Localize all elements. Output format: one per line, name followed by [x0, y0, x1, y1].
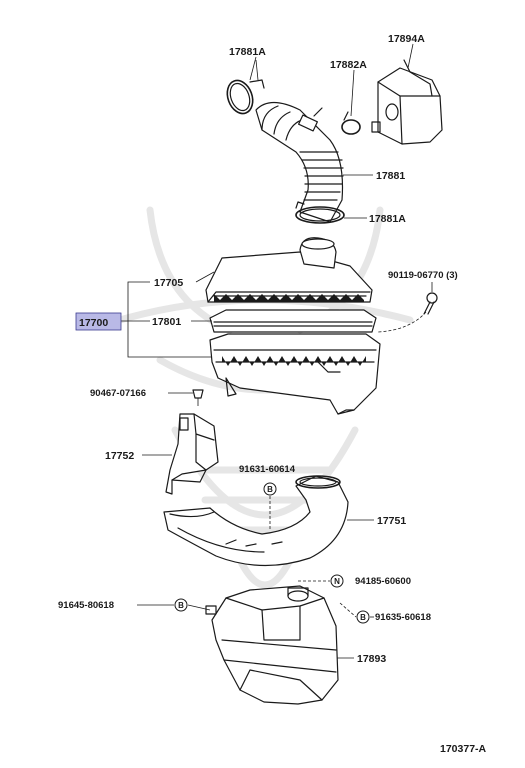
part-17751-hose: [163, 475, 349, 567]
label-17893: 17893: [357, 653, 386, 665]
label-17882A: 17882A: [330, 59, 367, 71]
label-17700: 17700: [79, 317, 108, 329]
label-91635-60618: 91635-60618: [375, 612, 431, 623]
label-17801: 17801: [152, 316, 181, 328]
part-17881A-top-clamp: [226, 59, 265, 115]
label-17881A-bottom: 17881A: [369, 213, 406, 225]
fastener-90119-screw: [423, 292, 438, 315]
part-17801-filter-element: [209, 309, 377, 333]
part-17700-highlight: [75, 312, 122, 331]
label-17894A: 17894A: [388, 33, 425, 45]
leader-lines: [120, 43, 433, 659]
label-17881: 17881: [376, 170, 405, 182]
svg-text:B: B: [360, 613, 366, 622]
fastener-90467-clip: [192, 389, 204, 406]
label-17705: 17705: [154, 277, 183, 289]
label-90119-06770: 90119-06770 (3): [388, 270, 458, 281]
part-17882A-clamp: [341, 111, 361, 135]
label-17881A-top: 17881A: [229, 46, 266, 58]
part-17893-air-duct: [205, 585, 339, 705]
part-17894A-resonator: [371, 59, 443, 145]
svg-text:B: B: [178, 601, 184, 610]
svg-text:N: N: [334, 577, 340, 586]
label-17751: 17751: [377, 515, 406, 527]
symbol-b-right: B: [356, 610, 370, 624]
symbol-b-upper: B: [263, 482, 277, 496]
label-91631-60614: 91631-60614: [239, 464, 296, 475]
part-17705-cleaner-cap: [205, 237, 373, 303]
symbol-b-left: B: [174, 598, 188, 612]
part-17752-inlet-duct: [165, 413, 219, 495]
part-air-cleaner-case: [209, 333, 381, 415]
label-91645-80618: 91645-80618: [58, 600, 114, 611]
label-94185-60600: 94185-60600: [355, 576, 411, 587]
label-17752: 17752: [105, 450, 134, 462]
symbol-n: N: [330, 574, 344, 588]
diagram-id: 170377-A: [440, 743, 487, 755]
part-17881-air-hose: [255, 101, 344, 223]
label-90467-07166: 90467-07166: [90, 388, 146, 399]
svg-text:B: B: [267, 485, 273, 494]
part-17881A-bottom-clamp: [295, 201, 345, 224]
